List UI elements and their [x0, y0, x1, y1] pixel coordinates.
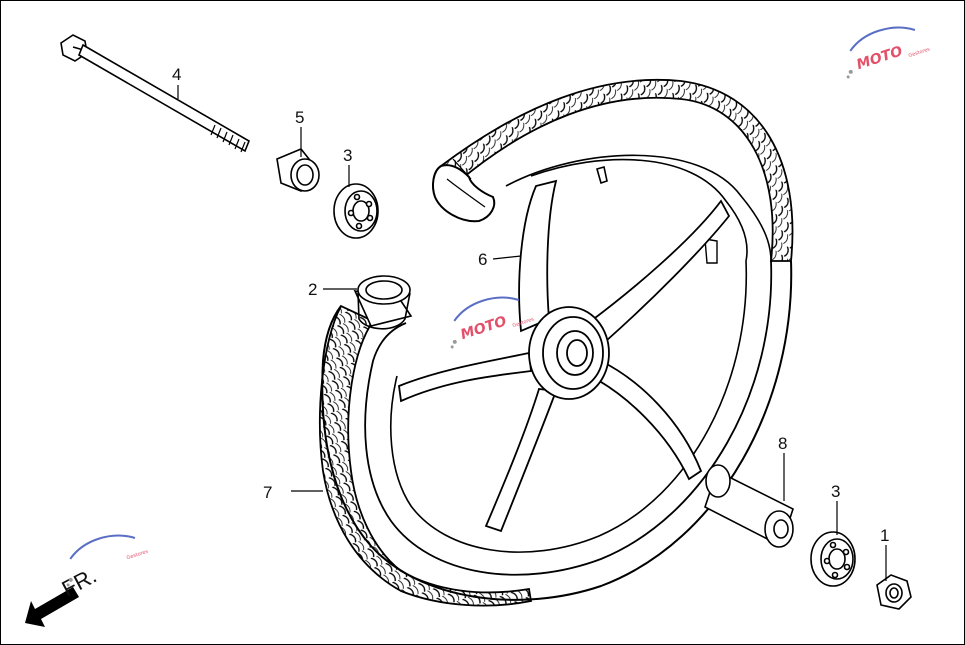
svg-text:MOTO: MOTO	[855, 43, 905, 73]
valve-stem	[596, 165, 608, 185]
axle-thread	[210, 124, 246, 153]
callout-6: 6	[478, 250, 487, 269]
wheel-hub	[528, 306, 610, 400]
svg-text:Gestores: Gestores	[126, 549, 149, 562]
callout-3-upper: 3	[343, 146, 352, 165]
rim-inner	[390, 260, 748, 553]
bearing-lower	[810, 531, 856, 587]
callout-2: 2	[308, 280, 317, 299]
tire-left-tread	[319, 304, 533, 607]
distance-collar	[353, 275, 413, 330]
bearing-upper	[333, 183, 379, 239]
front-arrow-icon	[25, 587, 79, 627]
callout-labels: 4 5 3 2 6 7 8 3 1	[172, 65, 889, 545]
callout-3-lower: 3	[831, 482, 840, 501]
wheel-assembly	[319, 78, 794, 607]
callout-1: 1	[880, 526, 889, 545]
callout-7: 7	[263, 483, 272, 502]
svg-text:Gestores: Gestores	[908, 46, 931, 59]
tire-cut-section	[432, 164, 496, 223]
axle-nut	[876, 574, 912, 610]
svg-text:MOTO: MOTO	[459, 313, 509, 343]
watermark-top-right: MOTO Gestores	[846, 26, 931, 79]
spacer-sleeve	[704, 464, 794, 548]
callout-8: 8	[778, 434, 787, 453]
tire-upper-tread	[439, 78, 794, 262]
callout-4: 4	[172, 65, 181, 84]
wheel-spokes	[398, 179, 731, 533]
front-direction-indicator: FR.	[25, 563, 101, 627]
leader-lines	[177, 85, 887, 581]
rim-outer	[364, 260, 773, 576]
collar	[276, 148, 320, 192]
axle-bolt	[60, 34, 250, 153]
callout-5: 5	[295, 108, 304, 127]
